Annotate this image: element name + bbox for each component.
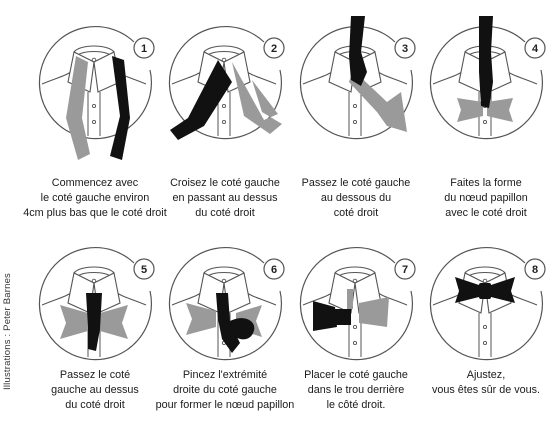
step-caption: Croisez le coté gauche en passant au dess… [152,176,298,221]
caption-line: dans le trou derrière [307,384,405,396]
caption-line: Placer le coté gauche [304,369,408,381]
step-number-badge: 2 [263,37,285,59]
step-illustration: 3 [299,16,416,140]
caption-line: Ajustez, [466,369,506,381]
caption-line: Pincez l'extrémité [182,369,268,381]
step-illustration: 1 [38,26,155,160]
step-number: 2 [271,43,277,55]
caption-line: coté droit [333,207,379,219]
step-number-badge: 4 [524,37,546,59]
caption-line: Faites la forme [450,177,522,189]
tie-right-end [232,62,282,134]
step-caption: Pincez l'extrémité droite du coté gauche p… [152,368,298,413]
step-caption: Faites la forme du nœud papillon avec le c… [413,176,548,221]
caption-line: le coté gauche environ [40,192,150,204]
caption-line: Croisez le coté gauche [170,177,280,189]
caption-line: en passant au dessus [172,192,278,204]
step-number-badge: 5 [133,258,155,280]
step-number: 1 [141,43,147,55]
step-number: 4 [532,43,539,55]
caption-line: 4cm plus bas que le coté droit [23,207,167,219]
bow-loop-right [487,98,513,122]
bow-knot [335,309,351,325]
tie-left-end [349,16,367,86]
caption-line: du coté droit [65,399,125,411]
step-caption: Passez le coté gauche au dessus du coté dr… [22,368,168,413]
bow-pinched-loop [230,318,255,340]
step-illustration: 2 [168,26,285,140]
bow-wing-right [491,277,515,303]
caption-line: le côté droit. [326,399,386,411]
caption-line: pour former le nœud papillon [155,399,295,411]
bow-loop-right [100,305,128,339]
step-number: 7 [402,264,408,276]
step-caption: Passez le coté gauche au dessous du coté d… [283,176,429,221]
step-illustration: 6 [168,247,285,361]
step-caption: Commencez avec le coté gauche environ 4cm … [22,176,168,221]
bow-loop-left [313,301,337,331]
tie-neck-band [347,289,353,309]
step-number-badge: 6 [263,258,285,280]
tie-right-end [349,70,407,132]
shirt-collar-drawing [168,247,283,361]
step-number: 3 [402,43,408,55]
tie-left-end [216,293,240,353]
tie-left-end [479,16,493,108]
step-caption: Ajustez, vous êtes sûr de vous. [413,368,548,398]
caption-line: droite du coté gauche [173,384,277,396]
step-illustration: 7 [299,247,416,361]
caption-line: gauche au dessus [51,384,139,396]
tie-left-end [66,56,90,160]
tie-left-end [170,60,232,140]
illustration-credit: Illustrations : Peter Barnes [2,272,13,390]
caption-line: au dessous du [320,192,392,204]
bow-loop-left [457,98,483,122]
step-number-badge: 1 [133,37,155,59]
step-illustration: 8 [429,247,546,361]
step-number-badge: 8 [524,258,546,280]
caption-line: Commencez avec [51,177,139,189]
bow-loop-left [60,305,88,339]
bow-loop-left [186,303,216,335]
step-caption: Placer le coté gauche dans le trou derriè… [283,368,429,413]
step-illustration: 4 [429,16,546,140]
step-number: 5 [141,264,147,276]
step-number: 8 [532,264,538,276]
caption-line: du nœud papillon [444,192,528,204]
bow-loop-right [359,297,389,327]
caption-line: avec le coté droit [445,207,527,219]
bow-knot [479,283,491,299]
step-number-badge: 7 [394,258,416,280]
step-number: 6 [271,264,277,276]
step-illustration: 5 [38,247,155,361]
caption-line: Passez le coté [59,369,131,381]
caption-line: Passez le coté gauche [301,177,411,189]
caption-line: du coté droit [195,207,255,219]
caption-line: vous êtes sûr de vous. [431,384,541,396]
tie-left-end [86,293,102,351]
bow-wing-left [455,277,479,303]
step-number-badge: 3 [394,37,416,59]
tie-right-end [110,56,130,160]
